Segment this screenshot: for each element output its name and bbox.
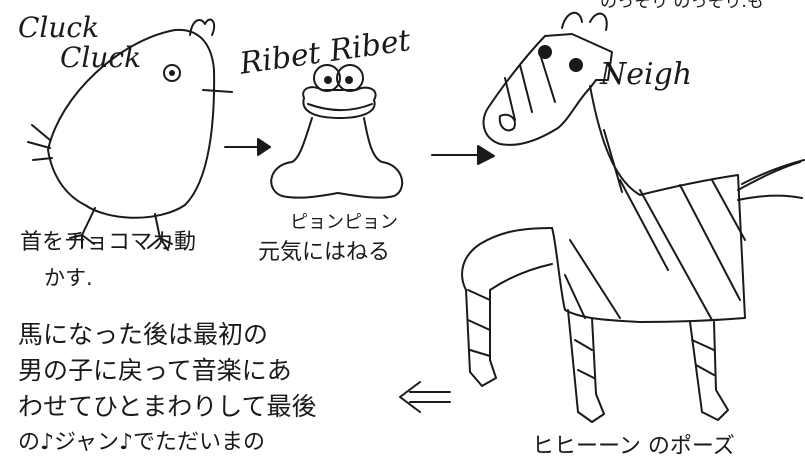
top-right-fragment: のっそり のっそり.も bbox=[600, 0, 764, 12]
arrow-head-1 bbox=[257, 138, 271, 156]
frog-note-line1: ピョンピョン bbox=[290, 212, 398, 233]
arrow-head-2 bbox=[477, 145, 495, 165]
frog-note-line2: 元気にはねる bbox=[258, 240, 391, 265]
horse-illustration bbox=[461, 12, 805, 423]
story-line-1: 馬になった後は最初の bbox=[18, 320, 269, 349]
story-line-4: の♪ジャン♪でただいまの bbox=[18, 430, 265, 455]
story-line-3: わせてひとまわりして最後 bbox=[18, 392, 317, 421]
chicken-note-line1: 首をチョコマカ動 bbox=[20, 230, 197, 255]
chicken-sound-1: Cluck bbox=[18, 11, 100, 44]
chicken-note-line2: かす. bbox=[44, 266, 93, 290]
frog-illustration bbox=[270, 64, 404, 199]
horse-pose-caption: ヒヒーーン のポーズ bbox=[532, 434, 735, 459]
story-line-2: 男の子に戻って音楽にあ bbox=[18, 356, 292, 385]
horse-sound: Neigh bbox=[600, 57, 693, 92]
arrow-back-to-start bbox=[399, 381, 451, 413]
chick-illustration bbox=[27, 18, 233, 251]
chicken-sound-2: Cluck bbox=[60, 41, 142, 74]
